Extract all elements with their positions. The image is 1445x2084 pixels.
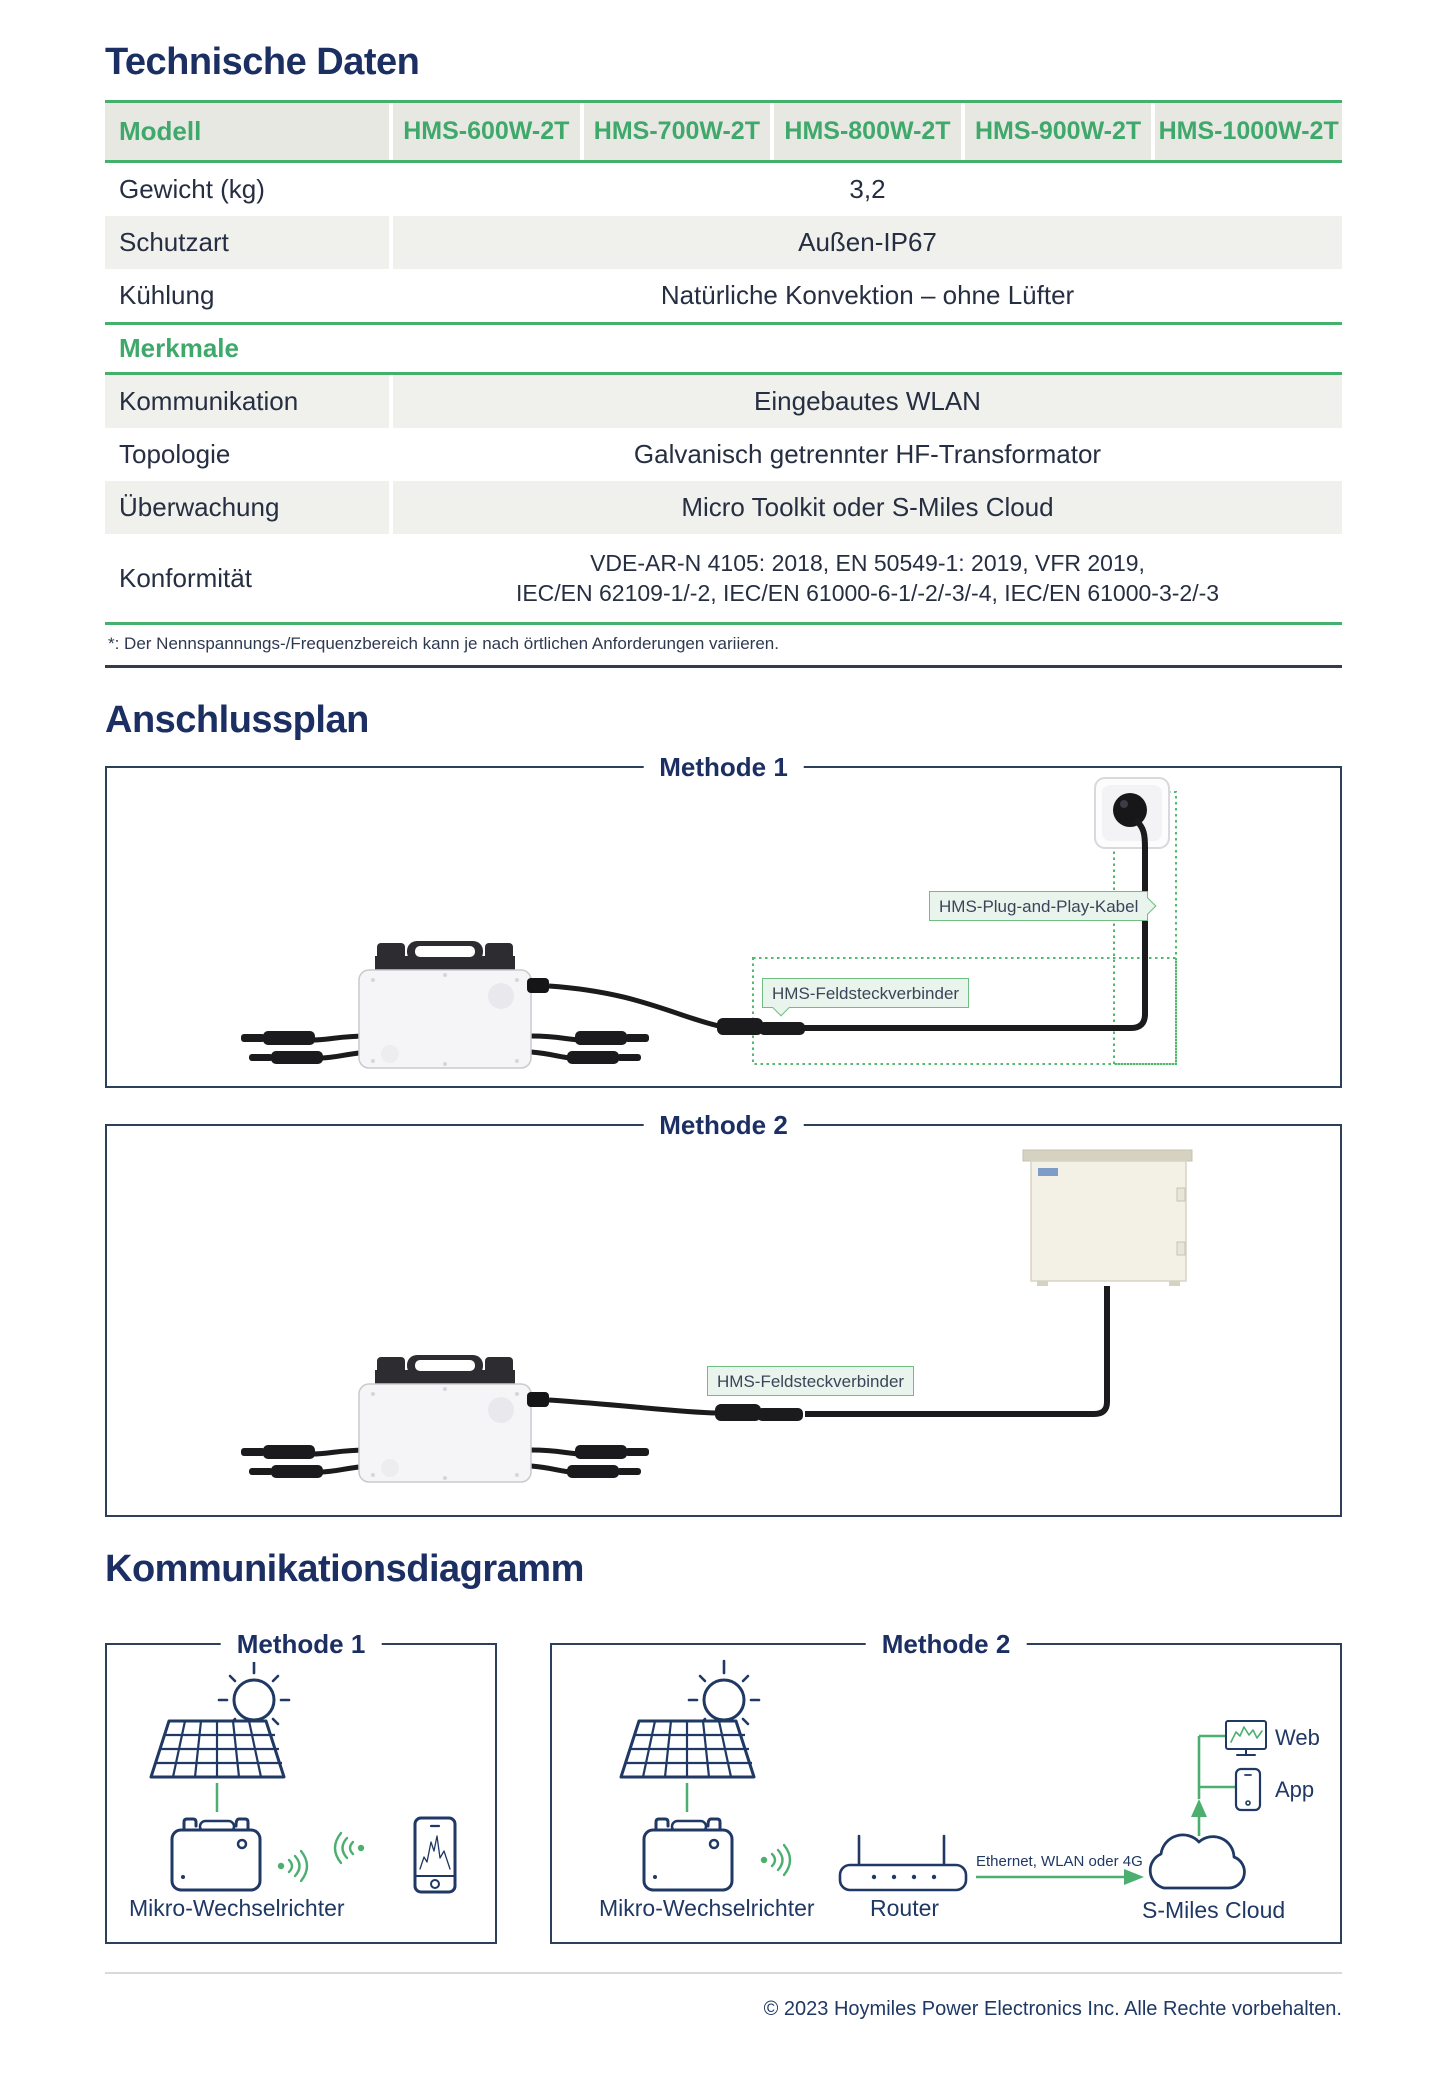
ac-cable [805, 1286, 1110, 1417]
ethernet-connection-label: Ethernet, WLAN oder 4G [976, 1853, 1143, 1870]
wifi-signal-icon [333, 1831, 366, 1865]
solar-panel-icon [149, 1659, 291, 1779]
ac-cable [803, 817, 1148, 1031]
breaker-box-graphic [1022, 1149, 1193, 1286]
inverter-ac-cable [548, 983, 720, 1029]
router-icon [838, 1834, 968, 1892]
label-feldsteckverbinder-m1: HMS-Feldsteckverbinder [762, 978, 970, 1017]
connection-plan-method1-box: Methode 1 HMS-Plug-and-Play-Kabel HMS-Fe… [105, 749, 1342, 1088]
row-label: Topologie [119, 439, 231, 469]
label-plug-and-play-kabel-text: HMS-Plug-and-Play-Kabel [939, 897, 1139, 916]
comm-method1-title: Methode 1 [220, 1626, 382, 1662]
app-phone-icon [1234, 1767, 1262, 1812]
ethernet-arrow [976, 1869, 1144, 1885]
wifi-signal-icon [276, 1849, 309, 1883]
row-value: Galvanisch getrennter HF-Transformator [633, 439, 1102, 469]
label-feldsteckverbinder-m2-text: HMS-Feldsteckverbinder [717, 1372, 905, 1391]
microinverter-label-m2: Mikro-Wechselrichter [599, 1895, 815, 1921]
cloud-to-apps-connector [1191, 1734, 1236, 1836]
label-feldsteckverbinder-m1-text: HMS-Feldsteckverbinder [772, 984, 960, 1003]
web-monitor-icon [1225, 1720, 1267, 1756]
column-header-model: HMS-800W-2T [774, 103, 961, 160]
cloud-icon [1148, 1833, 1246, 1890]
wall-socket-graphic [1094, 777, 1170, 849]
cloud-label: S-Miles Cloud [1142, 1897, 1286, 1923]
copyright-footer: © 2023 Hoymiles Power Electronics Inc. A… [763, 1998, 1342, 2020]
row-label: Schutzart [105, 216, 389, 269]
microinverter-graphic [241, 1355, 649, 1482]
section-title-anschlussplan: Anschlussplan [105, 699, 369, 741]
row-value: Natürliche Konvektion – ohne Lüfter [660, 280, 1075, 310]
table-footnote: *: Der Nennspannungs-/Frequenzbereich ka… [105, 622, 1342, 668]
row-value: Außen-IP67 [393, 216, 1342, 269]
communication-diagram-row: Methode 1 Mikro-Wechselrichter Methode 2 [105, 1626, 1445, 1944]
row-label: Gewicht (kg) [119, 174, 265, 204]
router-label: Router [870, 1895, 940, 1921]
column-header-model: HMS-700W-2T [583, 103, 771, 160]
solar-panel-icon [619, 1659, 761, 1779]
microinverter-icon [170, 1817, 262, 1892]
column-header-model: HMS-900W-2T [964, 103, 1152, 160]
connection-plan-method1-diagram [107, 777, 1177, 1086]
column-header-modell: Modell [105, 103, 389, 160]
method1-title: Methode 1 [643, 749, 804, 785]
column-header-model: HMS-1000W-2T [1155, 103, 1342, 160]
row-label: Kommunikation [105, 375, 389, 428]
smartphone-icon [413, 1816, 457, 1894]
inverter-ac-cable [548, 1397, 718, 1416]
row-label: Kühlung [119, 280, 215, 310]
field-connector-graphic [715, 1404, 803, 1421]
table-row: Kühlung Natürliche Konvektion – ohne Lüft… [105, 269, 1342, 322]
field-connector-dashed-region [752, 957, 1177, 1065]
datasheet-page: { "colors": { "navy": "#1b2f63", "green"… [0, 40, 1445, 2084]
connection-plan-method2-diagram [107, 1149, 1193, 1515]
microinverter-graphic [241, 941, 649, 1068]
section-header-merkmale: Merkmale [105, 322, 1342, 375]
method2-title: Methode 2 [643, 1107, 804, 1143]
app-label: App [1275, 1777, 1315, 1802]
microinverter-icon [642, 1817, 734, 1892]
web-label: Web [1275, 1725, 1320, 1750]
column-header-model: HMS-600W-2T [393, 103, 580, 160]
microinverter-label-m1: Mikro-Wechselrichter [129, 1895, 345, 1921]
row-label: Konformität [119, 562, 252, 593]
row-value: Micro Toolkit oder S-Miles Cloud [393, 481, 1342, 534]
communication-method1-box: Methode 1 Mikro-Wechselrichter [105, 1626, 497, 1944]
label-feldsteckverbinder-m2: HMS-Feldsteckverbinder [707, 1366, 915, 1396]
comm-method2-title: Methode 2 [865, 1626, 1027, 1662]
communication-method1-diagram [149, 1659, 457, 1894]
connection-plan-method2-box: Methode 2 HMS-Feldsteckverbinder [105, 1107, 1342, 1517]
table-row: Konformität VDE-AR-N 4105: 2018, EN 50549… [105, 534, 1342, 622]
label-plug-and-play-kabel: HMS-Plug-and-Play-Kabel [929, 891, 1157, 921]
footer-divider [105, 1972, 1342, 1974]
table-row: Topologie Galvanisch getrennter HF-Transf… [105, 428, 1342, 481]
page-title: Technische Daten [105, 41, 420, 83]
communication-method2-diagram [619, 1659, 1267, 1892]
communication-method2-box: Methode 2 [550, 1626, 1342, 1944]
wifi-signal-icon [759, 1843, 792, 1877]
row-value: Eingebautes WLAN [393, 375, 1342, 428]
row-value: VDE-AR-N 4105: 2018, EN 50549-1: 2019, V… [515, 550, 1220, 606]
field-connector-graphic [717, 1018, 805, 1035]
row-label: Überwachung [105, 481, 389, 534]
section-title-kommunikationsdiagramm: Kommunikationsdiagramm [105, 1548, 584, 1590]
table-row: Gewicht (kg) 3,2 [105, 163, 1342, 216]
row-value: 3,2 [849, 174, 886, 204]
